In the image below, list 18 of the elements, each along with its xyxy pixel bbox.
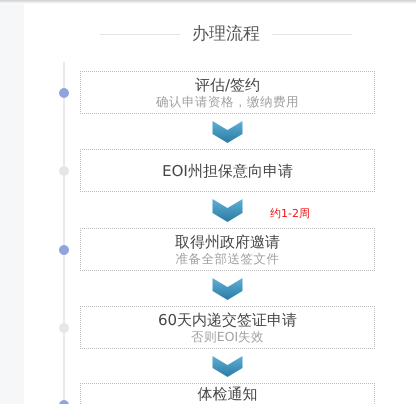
step-title: EOI州担保意向申请	[162, 162, 293, 180]
step-title: 评估/签约	[194, 76, 260, 94]
chevron-arrow	[212, 199, 242, 222]
step-box	[80, 306, 375, 349]
step-title: 体检通知	[198, 385, 258, 403]
step-note: 确认申请资格，缴纳费用	[156, 94, 299, 110]
chevron-arrow	[212, 278, 242, 300]
step-title: 60天内递交签证申请	[158, 310, 298, 328]
step-title: 取得州政府邀请	[175, 232, 280, 250]
step-box	[80, 71, 375, 114]
step-box	[80, 228, 375, 271]
step-note: 否则EOI失效	[190, 328, 264, 344]
step-note: 准备全部送签文件	[176, 250, 280, 266]
step-box	[80, 149, 375, 192]
title: 办理流程	[191, 23, 261, 46]
chevron-arrow	[212, 356, 242, 377]
edge-label: 约1-2周	[270, 207, 310, 221]
chevron-arrow	[212, 121, 242, 143]
